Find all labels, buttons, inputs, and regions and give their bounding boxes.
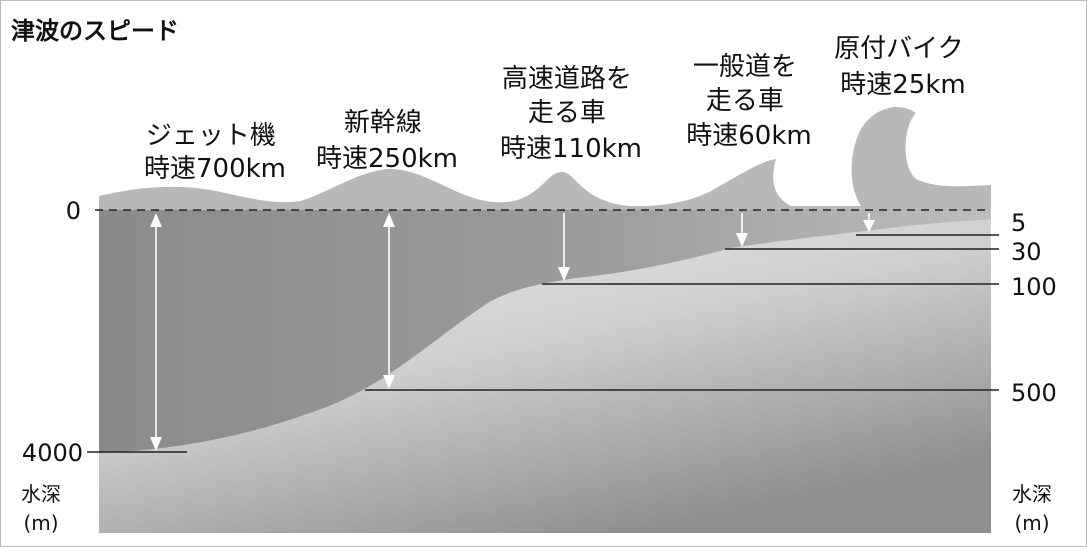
- axis-label-left: 水深: [21, 482, 61, 506]
- label-scooter: 原付バイク 時速25km: [834, 34, 972, 100]
- tick-right-500: 500: [1011, 379, 1057, 407]
- label-shinkansen: 新幹線 時速250km: [316, 108, 458, 174]
- depth-arrow-road-car: [736, 213, 748, 247]
- tick-left-4000: 4000: [22, 439, 83, 467]
- label-road-car: 一般道を 走る車 時速60km: [686, 52, 811, 151]
- seabed: [99, 219, 991, 533]
- axis-unit-right: (m): [1014, 511, 1049, 535]
- diagram-title: 津波のスピード: [11, 17, 179, 45]
- tick-right-30: 30: [1011, 238, 1042, 266]
- depth-arrow-scooter: [863, 213, 875, 232]
- label-highway-car: 高速道路を 走る車 時速110km: [500, 64, 642, 164]
- depth-arrow-highway-car: [558, 213, 570, 281]
- tick-right-100: 100: [1011, 273, 1057, 301]
- wave-crests: [99, 106, 991, 211]
- axis-unit-left: (m): [23, 511, 58, 535]
- tick-left-0: 0: [66, 197, 81, 225]
- depth-arrow-jet: [150, 213, 162, 451]
- depth-arrow-shinkansen: [383, 213, 395, 389]
- axis-label-right: 水深: [1012, 482, 1052, 506]
- tick-right-5: 5: [1011, 209, 1026, 237]
- label-jet: ジェット機 時速700km: [144, 121, 286, 184]
